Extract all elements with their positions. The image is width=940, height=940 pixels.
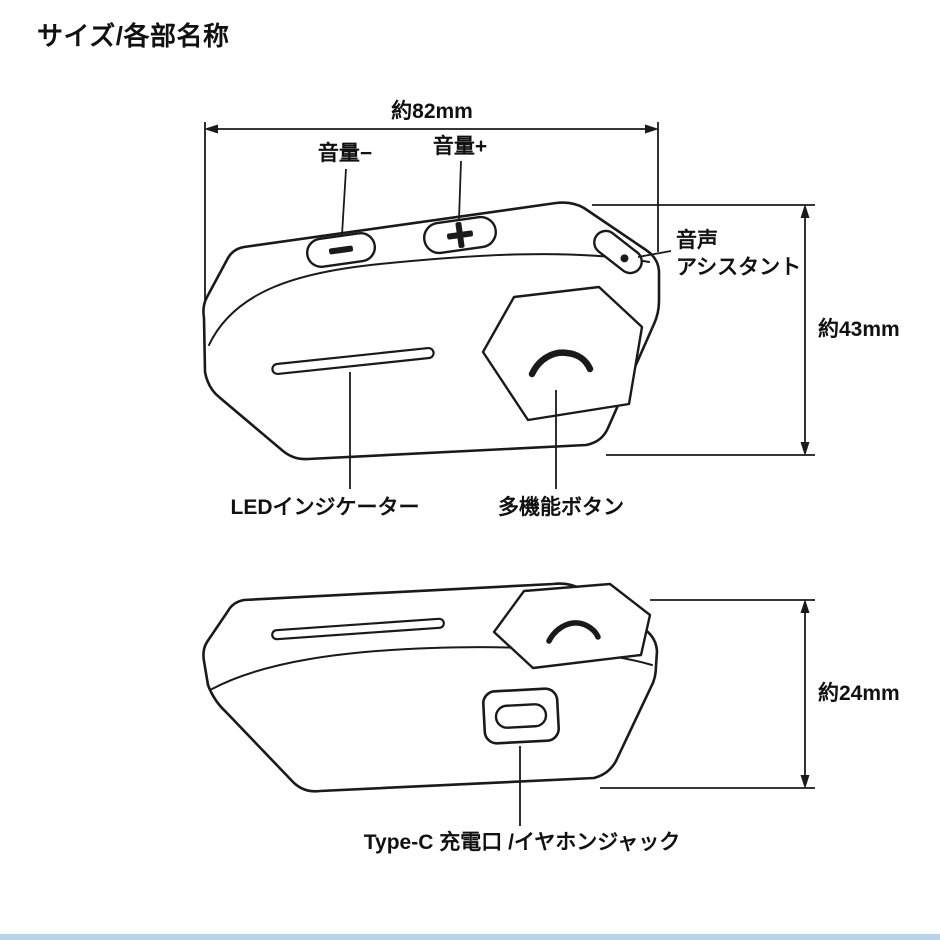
leader-volume-plus: [458, 160, 462, 220]
top-view-leader-lines: [341, 160, 672, 489]
phone-icon: [528, 349, 594, 378]
led-indicator-label: LEDインジケーター: [230, 496, 420, 519]
leader-voice-assistant: [637, 250, 672, 258]
usb-port-label: Type-C 充電口 /イヤホンジャック: [363, 831, 681, 854]
width-dimension-label: 約82mm: [391, 100, 473, 123]
voice-assistant-button: [593, 229, 643, 275]
volume-minus-button: [305, 232, 377, 268]
bottom-view-drawing: [202, 582, 659, 793]
voice-assistant-label-line1: 音声: [676, 229, 718, 252]
plus-icon: [446, 221, 474, 249]
device-top-edge-crease: [208, 253, 650, 346]
leader-volume-minus: [341, 168, 347, 236]
usb-c-port: [482, 687, 560, 745]
voice-assistant-label: 音声 アシスタント: [676, 227, 801, 281]
footer-accent-bar: [0, 934, 940, 940]
led-indicator-slot: [271, 617, 445, 641]
voice-assistant-label-line2: アシスタント: [676, 256, 802, 279]
voice-assistant-dot-icon: [620, 254, 629, 263]
volume-plus-button: [423, 215, 497, 255]
page-title: サイズ/各部名称: [37, 21, 230, 51]
width-dimension-arrow: [204, 122, 659, 300]
top-view-drawing: [202, 201, 661, 461]
volume-minus-label: 音量−: [317, 142, 373, 165]
led-indicator-slot: [271, 346, 435, 376]
phone-icon: [546, 620, 601, 644]
height-dimension-label-top-view: 約43mm: [818, 318, 900, 341]
minus-icon: [328, 245, 354, 255]
multi-function-button-label: 多機能ボタン: [498, 496, 624, 519]
volume-plus-label: 音量+: [432, 135, 488, 158]
multi-function-hex-button: [492, 582, 652, 670]
height-dimension-label-bottom-view: 約24mm: [818, 682, 900, 705]
height-dimension-arrow-top-view: [592, 204, 815, 456]
height-dimension-arrow-bottom-view: [600, 599, 815, 789]
